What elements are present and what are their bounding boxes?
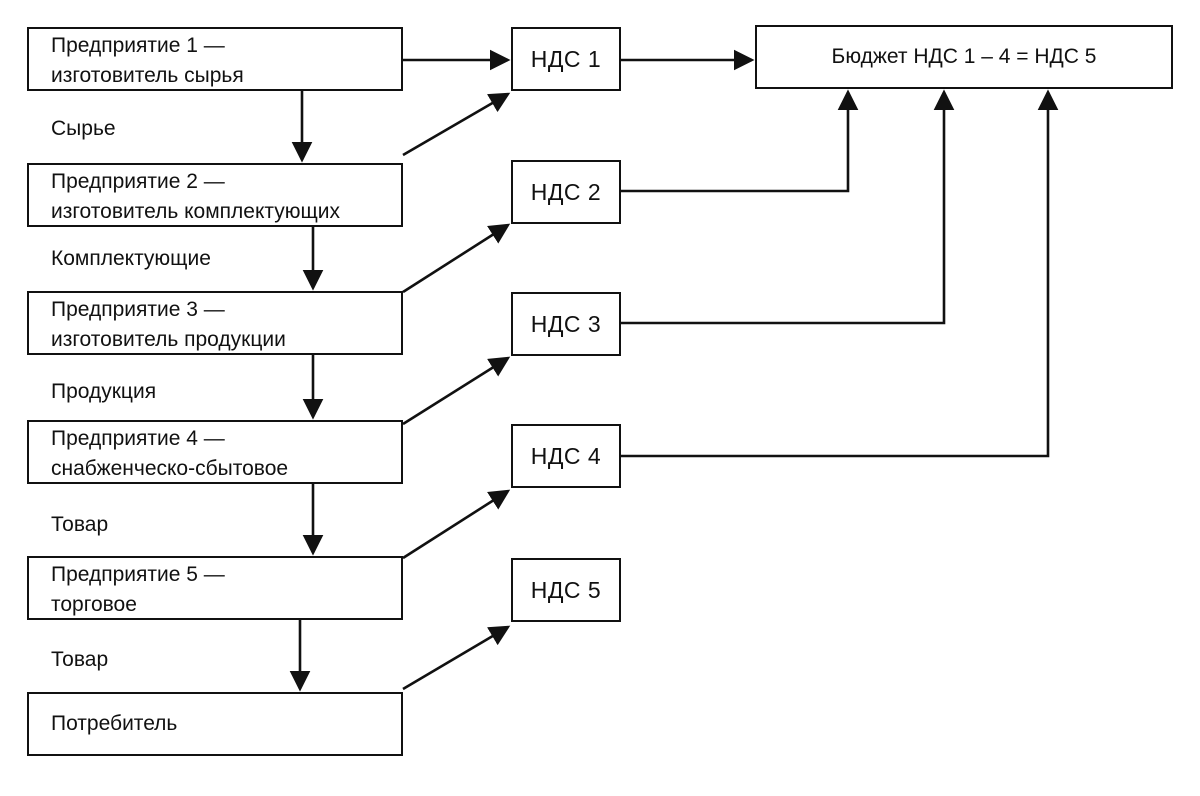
vat-arrow-3 <box>402 223 511 294</box>
budget-box: Бюджет НДС 1 – 4 = НДС 5 <box>755 25 1173 89</box>
vat-box-4-label: НДС 4 <box>530 443 602 469</box>
enterprise-1-role: изготовитель сырья <box>51 64 244 87</box>
enterprise-3-title: Предприятие 3 — <box>51 298 225 321</box>
enterprise-4-box: Предприятие 4 — снабженческо-сбытовое <box>27 420 403 484</box>
flow-label-components: Комплектующие <box>51 247 211 270</box>
vat-box-3: НДС 3 <box>511 292 621 356</box>
vat-box-1-label: НДС 1 <box>530 46 602 72</box>
vat-box-3-label: НДС 3 <box>530 311 602 337</box>
enterprise-1-box: Предприятие 1 — изготовитель сырья <box>27 27 403 91</box>
budget-arrow-nds2 <box>621 89 859 193</box>
vat-box-5-label: НДС 5 <box>530 577 602 603</box>
consumer-box: Потребитель <box>27 692 403 756</box>
vat-arrow-5 <box>402 489 511 560</box>
vat-box-4: НДС 4 <box>511 424 621 488</box>
enterprise-1-title: Предприятие 1 — <box>51 34 225 57</box>
enterprise-3-role: изготовитель продукции <box>51 328 286 351</box>
enterprise-5-box: Предприятие 5 — торговое <box>27 556 403 620</box>
enterprise-2-role: изготовитель комплектующих <box>51 200 340 223</box>
enterprise-4-role: снабженческо-сбытовое <box>51 457 289 480</box>
vat-arrow-4 <box>402 356 511 426</box>
vat-box-2-label: НДС 2 <box>530 179 602 205</box>
vat-arrow-6 <box>402 625 511 691</box>
flow-label-raw-materials: Сырье <box>51 117 116 140</box>
enterprise-5-role: торговое <box>51 593 137 616</box>
enterprise-2-box: Предприятие 2 — изготовитель комплектующ… <box>27 163 403 227</box>
vat-box-1: НДС 1 <box>511 27 621 91</box>
enterprise-4-title: Предприятие 4 — <box>51 427 225 450</box>
vat-box-2: НДС 2 <box>511 160 621 224</box>
flow-label-products: Продукция <box>51 380 157 403</box>
budget-arrow-nds4 <box>621 89 1059 458</box>
flow-label-goods-2: Товар <box>51 648 109 671</box>
flow-label-goods-1: Товар <box>51 513 109 536</box>
vat-arrow-2 <box>402 92 511 157</box>
enterprise-3-box: Предприятие 3 — изготовитель продукции <box>27 291 403 355</box>
enterprise-2-title: Предприятие 2 — <box>51 170 225 193</box>
enterprise-5-title: Предприятие 5 — <box>51 563 225 586</box>
budget-arrow-nds3 <box>621 89 955 325</box>
vat-box-5: НДС 5 <box>511 558 621 622</box>
consumer-label: Потребитель <box>51 712 178 735</box>
budget-label: Бюджет НДС 1 – 4 = НДС 5 <box>831 45 1097 68</box>
